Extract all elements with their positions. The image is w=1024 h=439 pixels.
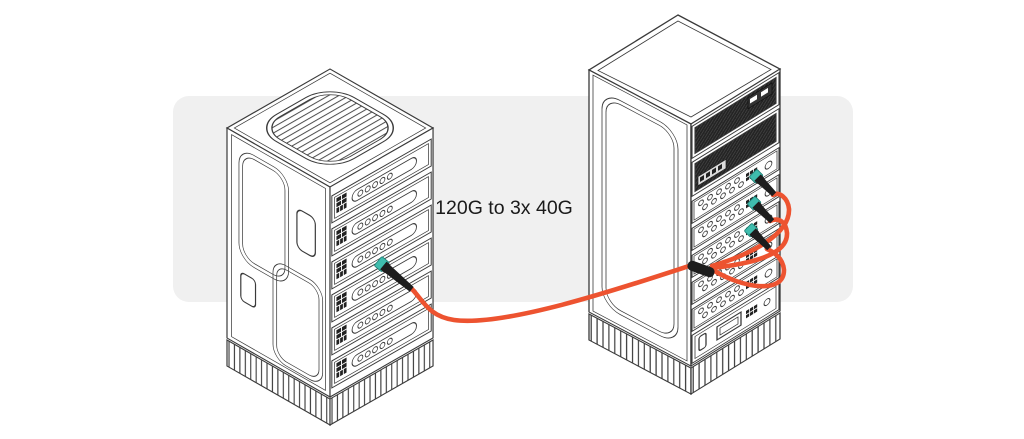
rack-left-door <box>226 127 331 399</box>
breakout-junction <box>687 260 715 278</box>
rack-left <box>225 68 435 427</box>
door-handle-panel <box>296 209 316 257</box>
server-unit <box>331 171 432 257</box>
panel-unit <box>691 280 780 365</box>
switch-unit-connected <box>691 146 780 225</box>
door-lower-panel <box>272 263 324 382</box>
door-window <box>238 152 290 282</box>
breakout-cable-3 <box>710 246 787 289</box>
dark-server-unit <box>691 107 780 198</box>
server-unit <box>331 303 432 389</box>
breakout-cable-2 <box>709 217 790 271</box>
server-unit <box>331 138 432 224</box>
rack-right-equipment <box>690 67 781 368</box>
breakout-cable-1 <box>709 191 792 269</box>
dark-server-unit <box>691 71 780 160</box>
rack-left-plinth <box>329 338 434 426</box>
switch-unit-connected <box>691 173 780 252</box>
diagram-label: 120G to 3x 40G <box>435 197 573 219</box>
door-latch <box>240 272 257 308</box>
vent-grille-icon <box>271 94 389 162</box>
rack-right-plinth <box>690 311 781 396</box>
server-unit <box>331 270 432 356</box>
trunk-cable-120g <box>408 263 692 324</box>
